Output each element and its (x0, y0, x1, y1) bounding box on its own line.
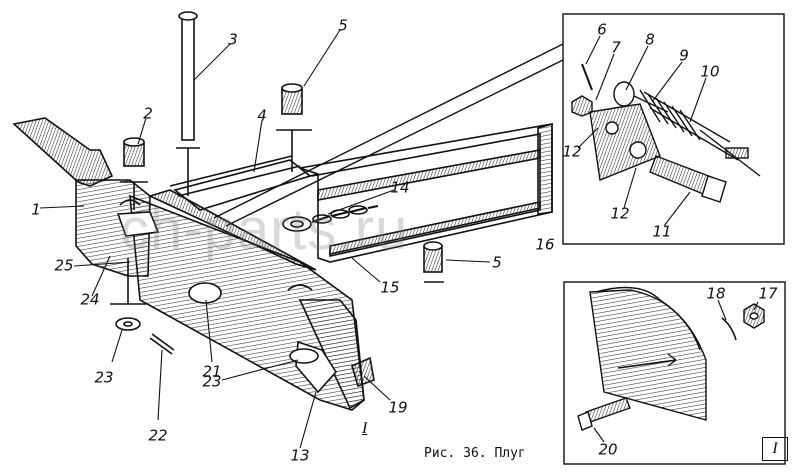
callout-7: 7 (611, 38, 621, 57)
cotter-pin-22 (149, 333, 175, 355)
callout-23-left: 23 (94, 368, 114, 387)
callout-14: 14 (390, 178, 410, 197)
pin-3 (176, 11, 200, 196)
callout-10: 10 (700, 62, 720, 81)
callout-15: 15 (380, 278, 400, 297)
callout-2: 2 (143, 104, 153, 123)
callout-3: 3 (228, 30, 238, 49)
pin-5-top (276, 83, 312, 172)
detail-view-tag: I (762, 437, 788, 461)
pin-5-right (423, 241, 444, 283)
callout-5-right: 5 (492, 253, 502, 272)
section-mark-I: I (362, 420, 368, 437)
detail-box-I (563, 281, 786, 465)
callout-1: 1 (31, 200, 41, 219)
callout-20: 20 (598, 440, 618, 459)
callout-24: 24 (80, 290, 100, 309)
detail-box-spring (213, 13, 785, 245)
pin-2 (120, 137, 148, 210)
callout-18: 18 (706, 284, 726, 303)
callout-9: 9 (679, 46, 689, 65)
callout-8: 8 (645, 30, 655, 49)
leader-lines (39, 29, 759, 449)
callout-25: 25 (54, 256, 74, 275)
figure-caption: Рис. 36. Плуг (424, 446, 526, 461)
callout-6: 6 (597, 20, 607, 39)
callout-12-lower: 12 (610, 204, 630, 223)
callout-11: 11 (652, 222, 672, 241)
callout-21: 21 (202, 362, 222, 381)
callout-4: 4 (257, 106, 267, 125)
callout-17: 17 (758, 284, 778, 303)
callout-13: 13 (290, 446, 310, 465)
callout-12-upper: 12 (562, 142, 582, 161)
watermark-text: ch-parts.ru (120, 197, 409, 262)
callout-22: 22 (148, 426, 168, 445)
callout-5-top: 5 (338, 16, 348, 35)
callout-16: 16 (535, 235, 555, 254)
callout-23-right: 23 (202, 372, 222, 391)
callout-19: 19 (388, 398, 408, 417)
washer-23 (110, 258, 146, 331)
